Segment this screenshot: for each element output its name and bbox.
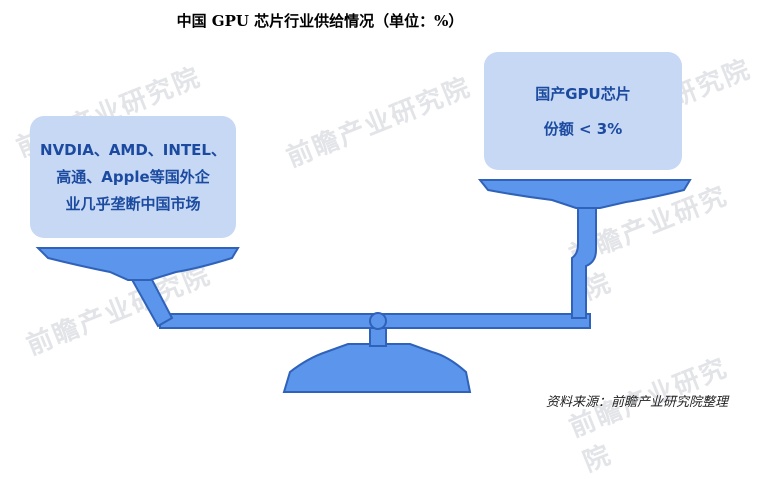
scale-pivot xyxy=(369,312,387,330)
left-arm xyxy=(128,275,174,328)
domestic-gpu-share: 份额 < 3% xyxy=(543,120,623,138)
foreign-vendors-line: NVDIA、AMD、INTEL、 xyxy=(40,140,226,159)
domestic-gpu-label: 国产GPU芯片 xyxy=(535,85,631,103)
right-pan xyxy=(477,179,692,209)
page-title: 中国 GPU 芯片行业供给情况（单位：%） xyxy=(176,12,464,30)
right-arm xyxy=(571,195,597,319)
scale-base xyxy=(282,343,472,393)
foreign-vendors-line: 业几乎垄断中国市场 xyxy=(65,194,201,213)
balance-scale-diagram xyxy=(35,179,692,393)
domestic-gpu-box: 国产GPU芯片 份额 < 3% xyxy=(484,52,682,170)
left-pan xyxy=(35,247,240,281)
foreign-vendors-line: 高通、Apple等国外企 xyxy=(56,167,210,186)
foreign-vendors-box: NVDIA、AMD、INTEL、 高通、Apple等国外企 业几乎垄断中国市场 xyxy=(30,116,236,238)
source-note: 资料来源：前瞻产业研究院整理 xyxy=(545,395,728,410)
